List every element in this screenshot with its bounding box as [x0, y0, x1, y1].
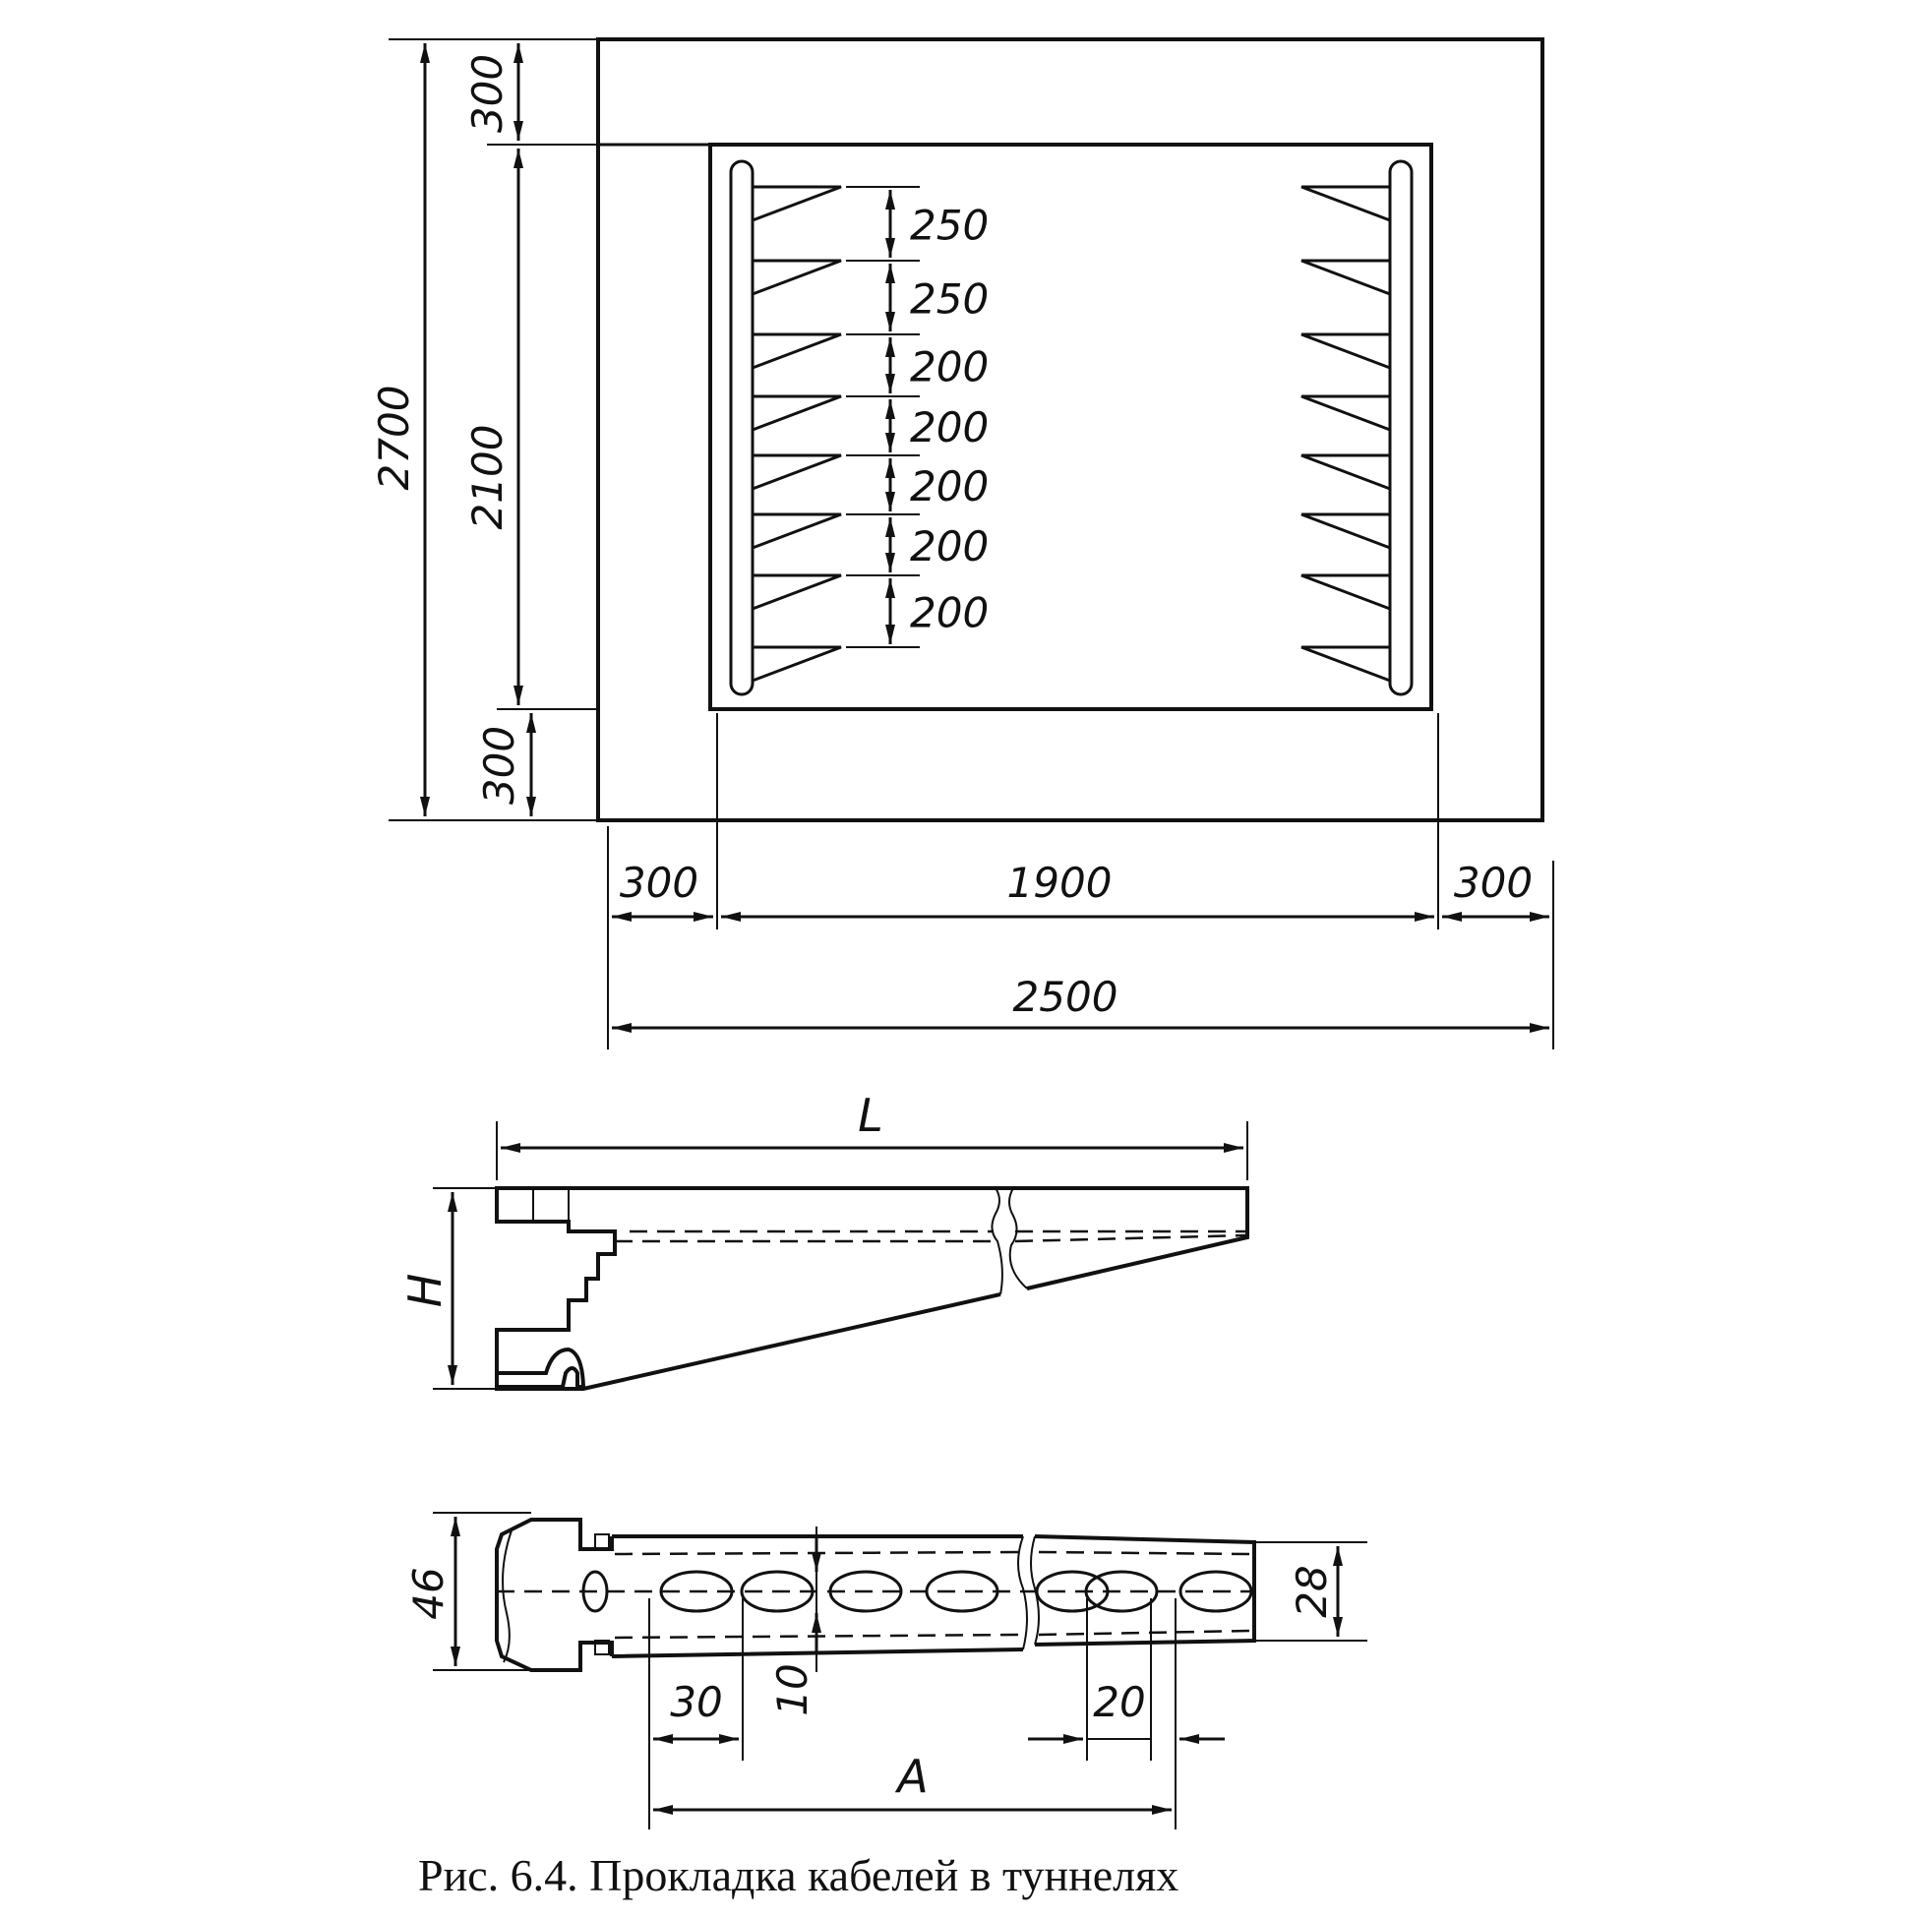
left-shelf [751, 512, 842, 551]
right-shelf [1300, 573, 1392, 612]
left-shelf [751, 185, 842, 223]
spacing-label: 250 [910, 275, 989, 324]
spacing-label: 200 [910, 522, 989, 570]
label-total-height: 2700 [370, 386, 418, 491]
left-shelf [751, 394, 842, 433]
bracket-side-outline [495, 1186, 1249, 1391]
bracket-slots [581, 1570, 1253, 1613]
label-length: L [858, 1089, 883, 1142]
spacing-label: 200 [910, 403, 989, 451]
label-bottom-offset: 300 [475, 726, 523, 805]
left-shelf [751, 332, 842, 371]
left-shelf [751, 645, 842, 684]
slot [828, 1570, 903, 1613]
label-bracket-width: 46 [404, 1567, 453, 1619]
label-span: A [894, 1750, 928, 1803]
outer-wall [596, 37, 1544, 822]
slot [1035, 1570, 1110, 1613]
spacing-label: 250 [910, 202, 989, 250]
bracket-plan-outline [495, 1518, 1256, 1672]
left-rack-post [729, 159, 755, 696]
label-hole-height: 10 [768, 1663, 816, 1715]
right-shelf [1300, 332, 1392, 371]
right-shelf [1300, 394, 1392, 433]
figure-caption: Рис. 6.4. Прокладка кабелей в туннелях [418, 1850, 1178, 1900]
label-end-width: 28 [1288, 1565, 1336, 1617]
right-shelf [1300, 453, 1392, 492]
left-shelf [751, 259, 842, 297]
right-shelf [1300, 259, 1392, 297]
left-shelf [751, 453, 842, 492]
shelf-spacing-dims: 250 250 200 200 200 200 200 [846, 186, 989, 648]
right-rack-post [1388, 159, 1414, 696]
slot [659, 1570, 734, 1613]
slot [1084, 1570, 1159, 1613]
right-shelf [1300, 185, 1392, 223]
bracket-side-view: L H [398, 1089, 1249, 1391]
bracket-plan-view: 46 28 10 30 20 A [404, 1512, 1367, 1829]
slot [740, 1570, 815, 1613]
label-left-offset: 300 [620, 859, 698, 907]
label-hole-pitch: 30 [670, 1678, 722, 1726]
label-total-width: 2500 [1013, 973, 1118, 1021]
right-cable-shelves [1300, 185, 1392, 684]
left-cable-shelves [751, 185, 842, 684]
slot [581, 1570, 609, 1613]
inner-opening [708, 143, 1433, 711]
label-inner-height: 2100 [463, 425, 512, 530]
label-right-offset: 300 [1454, 859, 1533, 907]
label-top-offset: 300 [463, 54, 512, 133]
left-shelf [751, 573, 842, 612]
spacing-label: 200 [910, 589, 989, 637]
slot [1178, 1570, 1253, 1613]
label-inner-width: 1900 [1007, 859, 1113, 907]
label-height: H [398, 1274, 452, 1308]
spacing-label: 200 [910, 462, 989, 510]
right-shelf [1300, 645, 1392, 684]
slot [925, 1570, 999, 1613]
spacing-label: 200 [910, 343, 989, 391]
tunnel-section: 2700 300 2100 300 250250200200200200200 … [370, 37, 1554, 1049]
label-hole-gap: 20 [1093, 1678, 1145, 1726]
right-shelf [1300, 512, 1392, 551]
